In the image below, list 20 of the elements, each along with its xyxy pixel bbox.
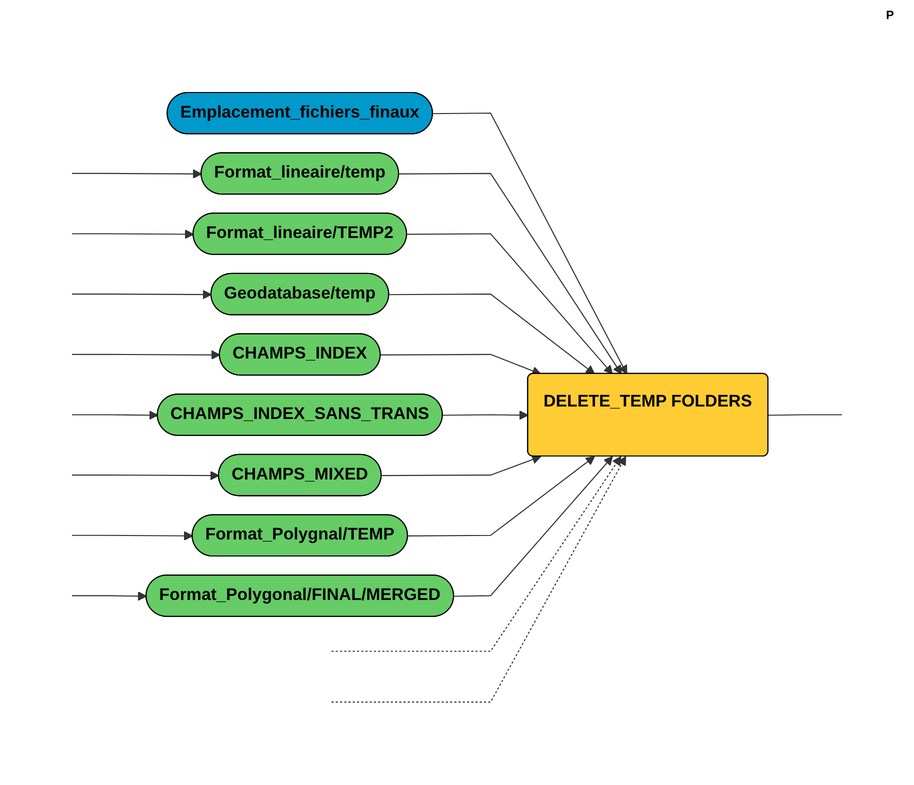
arrow [72,229,194,239]
arrow [442,410,529,420]
arrow [72,531,194,540]
arrow [72,290,212,299]
arrow [72,350,220,360]
arrow [407,233,613,374]
arrow [408,456,595,536]
arrow [72,591,148,601]
connector [768,414,842,416]
arrow [72,470,220,480]
arrow [454,456,613,597]
arrow [389,293,595,374]
arrow [399,172,622,374]
arrow [72,410,158,420]
arrow [432,112,628,374]
arrow [332,456,626,702]
arrow [382,454,542,476]
parameter-marker: P [886,8,894,22]
arrow [72,169,202,178]
arrow [332,456,622,652]
